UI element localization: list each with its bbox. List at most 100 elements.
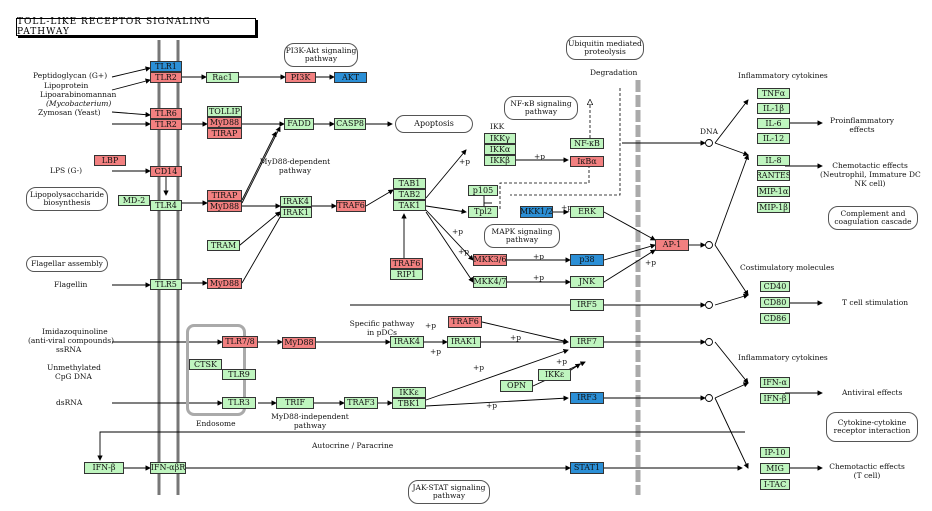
gene-md2[interactable]: MD-2: [118, 195, 150, 206]
gene-rantes[interactable]: RANTES: [757, 170, 790, 181]
gene-il6[interactable]: IL-6: [757, 118, 790, 129]
gene-tlr78[interactable]: TLR7/8: [222, 336, 258, 348]
gene-itac[interactable]: I-TAC: [760, 479, 790, 490]
gene-ikkb[interactable]: IKKβ: [484, 155, 516, 166]
gene-tram[interactable]: TRAM: [207, 240, 240, 251]
gene-irf5[interactable]: IRF5: [570, 299, 604, 311]
gene-tlr4[interactable]: TLR4: [150, 200, 182, 211]
label-mycobacterium: (Mycobacterium): [46, 99, 112, 108]
gene-tab1[interactable]: TAB1: [393, 178, 426, 189]
gene-tlr6[interactable]: TLR6: [150, 108, 182, 119]
pathway-cytokine[interactable]: Cytokine-cytokine receptor interaction: [826, 412, 918, 442]
gene-ikke[interactable]: IKKε: [538, 369, 571, 381]
gene-p38[interactable]: p38: [570, 254, 604, 266]
gene-tirap-2[interactable]: TIRAP: [207, 190, 242, 201]
gene-ikke-2[interactable]: IKKε: [392, 387, 426, 398]
gene-mip1b[interactable]: MIP-1β: [757, 202, 790, 213]
gene-irak1[interactable]: IRAK1: [280, 207, 312, 218]
gene-pi3k[interactable]: PI3K: [285, 72, 316, 83]
gene-irak1-2[interactable]: IRAK1: [447, 336, 481, 348]
gene-traf6[interactable]: TRAF6: [336, 200, 366, 212]
gene-cd14[interactable]: CD14: [150, 166, 182, 177]
gene-jnk[interactable]: JNK: [570, 276, 604, 288]
gene-myd88-3[interactable]: MyD88: [207, 278, 242, 289]
gene-ikka[interactable]: IKKα: [484, 144, 516, 155]
gene-mkk36[interactable]: MKK3/6: [473, 254, 507, 266]
gene-ifnb[interactable]: IFN-β: [84, 462, 124, 474]
pathway-flagellar-assembly[interactable]: Flagellar assembly: [26, 256, 108, 272]
gene-trif[interactable]: TRIF: [276, 397, 314, 409]
gene-myd88-4[interactable]: MyD88: [282, 337, 316, 349]
gene-cd80[interactable]: CD80: [760, 297, 790, 308]
gene-lbp[interactable]: LBP: [94, 155, 126, 166]
gene-il12[interactable]: IL-12: [757, 133, 790, 144]
gene-ap1[interactable]: AP-1: [655, 239, 689, 251]
gene-ifnabr[interactable]: IFN-αβR: [150, 462, 186, 474]
gene-opn[interactable]: OPN: [500, 380, 533, 392]
gene-mip1a[interactable]: MIP-1α: [757, 186, 790, 197]
gene-tpl2[interactable]: Tpl2: [468, 206, 498, 218]
gene-tollip[interactable]: TOLLIP: [207, 106, 242, 117]
gene-rip1[interactable]: RIP1: [390, 269, 423, 280]
label-chemotactic-t-2: (T cell): [853, 471, 881, 480]
gene-tab2[interactable]: TAB2: [393, 189, 426, 200]
gene-stat1[interactable]: STAT1: [570, 462, 604, 474]
dna-circles: [705, 139, 713, 402]
gene-il8[interactable]: IL-8: [757, 155, 790, 166]
gene-tbk1[interactable]: TBK1: [392, 398, 426, 409]
pathway-nfkb[interactable]: NF-κB signaling pathway: [504, 96, 578, 120]
gene-erk[interactable]: ERK: [570, 206, 604, 218]
gene-traf6-2[interactable]: TRAF6: [390, 258, 423, 269]
gene-akt[interactable]: AKT: [334, 72, 367, 83]
gene-tlr1[interactable]: TLR1: [150, 61, 182, 72]
gene-tlr2-b[interactable]: TLR2: [150, 119, 182, 130]
label-chemotactic-3: NK cell): [854, 179, 886, 188]
gene-tlr3[interactable]: TLR3: [222, 397, 256, 409]
gene-irak4[interactable]: IRAK4: [280, 196, 312, 207]
gene-ikba[interactable]: IκBα: [570, 156, 604, 167]
gene-ip10[interactable]: IP-10: [760, 447, 790, 458]
gene-traf6-3[interactable]: TRAF6: [448, 316, 482, 328]
gene-irak4-2[interactable]: IRAK4: [390, 336, 424, 348]
label-proinflammatory: Proinflammatory: [830, 116, 894, 125]
pathway-pi3k-akt[interactable]: PI3K-Akt signaling pathway: [284, 43, 358, 67]
gene-myd88[interactable]: MyD88: [207, 117, 242, 128]
gene-mkk12[interactable]: MKK1/2: [520, 206, 553, 218]
gene-casp8[interactable]: CASP8: [334, 118, 366, 130]
gene-nfkb[interactable]: NF-κB: [570, 138, 604, 149]
gene-mkk47[interactable]: MKK4/7: [473, 276, 507, 288]
pathway-ubiquitin[interactable]: Ubiquitin mediated proteolysis: [566, 36, 644, 60]
gene-rac1[interactable]: Rac1: [206, 72, 239, 83]
pathway-apoptosis[interactable]: Apoptosis: [395, 115, 473, 133]
gene-tlr5[interactable]: TLR5: [150, 279, 182, 290]
gene-il1b[interactable]: IL-1β: [757, 103, 790, 114]
gene-tak1[interactable]: TAK1: [393, 200, 426, 211]
gene-mig[interactable]: MIG: [760, 463, 790, 474]
gene-fadd[interactable]: FADD: [284, 118, 314, 130]
gene-ifnb-2[interactable]: IFN-β: [760, 393, 790, 404]
gene-myd88-2[interactable]: MyD88: [207, 201, 242, 212]
pathway-complement[interactable]: Complement and coagulation cascade: [828, 206, 918, 230]
label-tcell-stimulation: T cell stimulation: [842, 298, 909, 307]
label-endosome: Endosome: [196, 419, 236, 428]
gene-tirap[interactable]: TIRAP: [207, 128, 242, 139]
pathway-jak-stat[interactable]: JAK-STAT signaling pathway: [408, 480, 490, 504]
gene-p105[interactable]: p105: [468, 185, 498, 196]
gene-ctsk[interactable]: CTSK: [189, 359, 222, 370]
gene-tlr9[interactable]: TLR9: [222, 369, 256, 380]
diagram-title: TOLL-LIKE RECEPTOR SIGNALING PATHWAY: [16, 17, 256, 37]
pathway-lps-biosynthesis[interactable]: Lipopolysaccharide biosynthesis: [26, 187, 108, 211]
pathway-mapk[interactable]: MAPK signaling pathway: [484, 224, 560, 248]
gene-cd40[interactable]: CD40: [760, 281, 790, 292]
gene-irf3[interactable]: IRF3: [570, 392, 604, 404]
gene-tlr2[interactable]: TLR2: [150, 72, 182, 83]
gene-traf3[interactable]: TRAF3: [344, 397, 378, 409]
gene-ifna[interactable]: IFN-α: [760, 377, 790, 388]
phospho-label: +p: [486, 401, 498, 410]
gene-tnfa[interactable]: TNFα: [757, 88, 790, 99]
label-antiviral-compounds: (anti-viral compounds): [28, 336, 115, 345]
gene-ikkg[interactable]: IKKγ: [484, 133, 516, 144]
gene-irf7[interactable]: IRF7: [570, 336, 604, 348]
gene-cd86[interactable]: CD86: [760, 313, 790, 324]
